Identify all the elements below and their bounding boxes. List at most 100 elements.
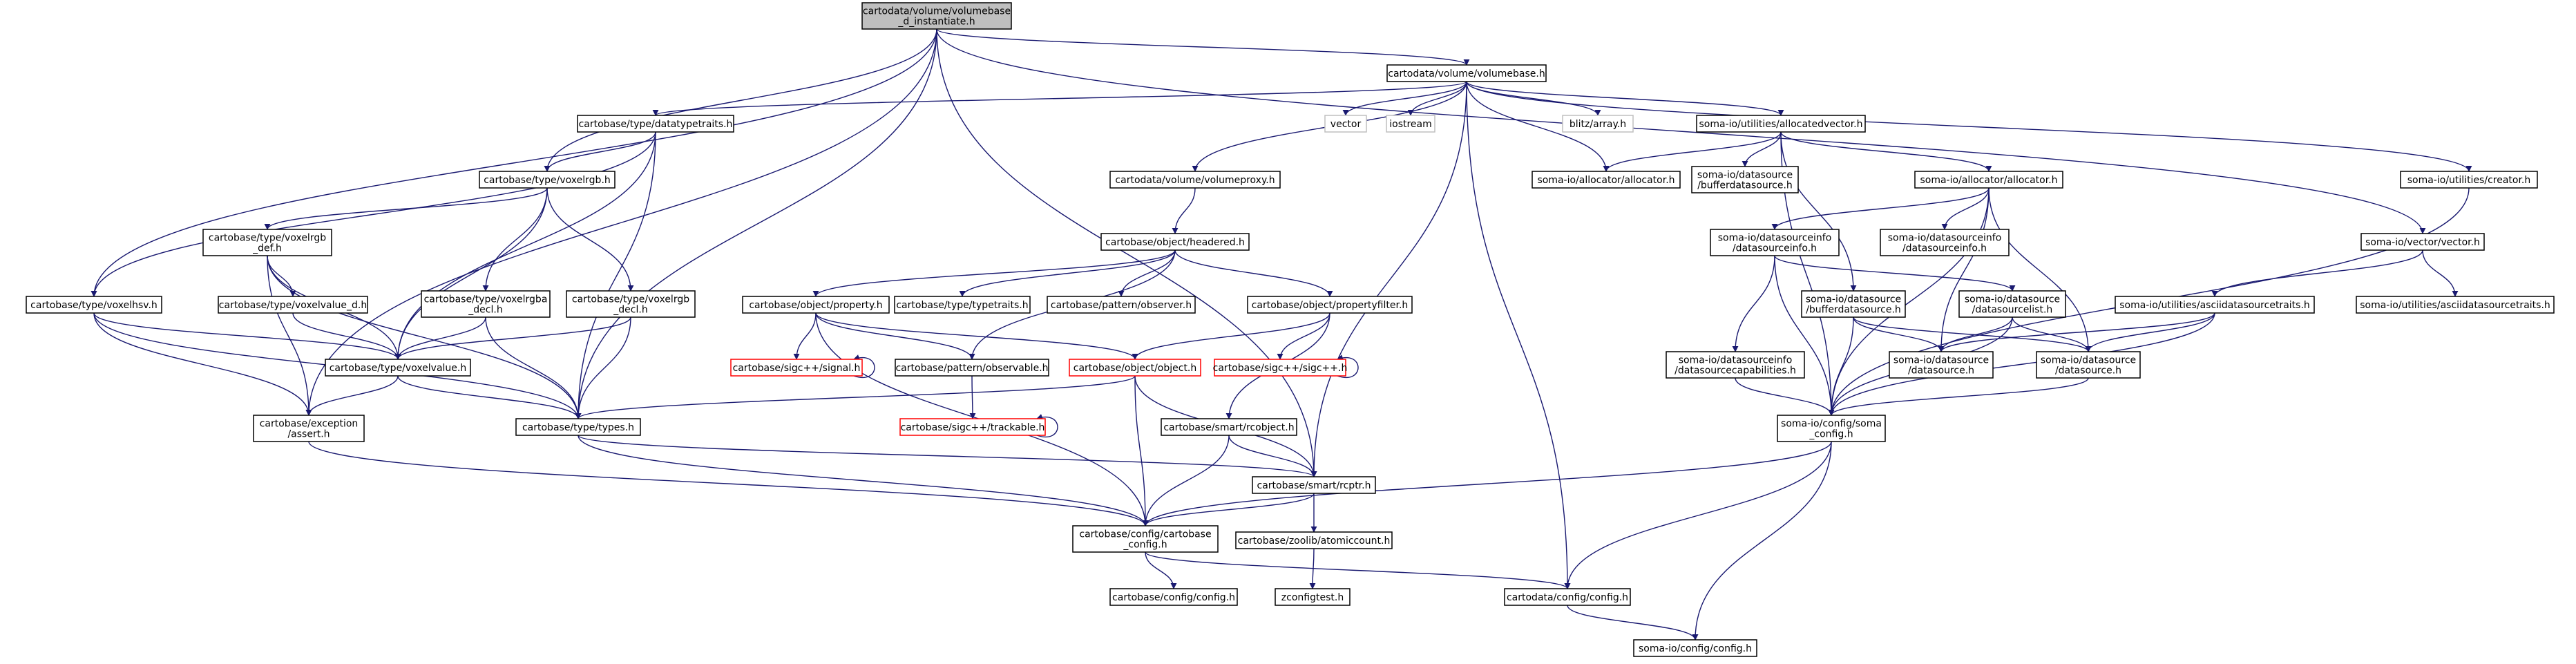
edge-line (1828, 377, 2089, 416)
node-voxelrgb_def[interactable]: cartobase/type/voxelrgb_def.h (202, 229, 332, 256)
node-dsinfo_a[interactable]: soma-io/datasourceinfo/datasourceinfo.h (1710, 229, 1840, 256)
node-alloc_a[interactable]: soma-io/allocator/allocator.h (1532, 171, 1681, 189)
node-somaio_config[interactable]: soma-io/config/config.h (1633, 639, 1757, 657)
edge-types-to-rcptr (578, 435, 1317, 477)
node-objecth[interactable]: cartobase/object/object.h (1069, 359, 1201, 377)
node-box (1069, 359, 1201, 377)
node-typetraits[interactable]: cartobase/type/typetraits.h (894, 296, 1031, 314)
node-box (1777, 415, 1886, 442)
node-bufferds_b[interactable]: soma-io/datasource/bufferdatasource.h (1801, 290, 1906, 318)
edge-trackable-to-trackable (1036, 414, 1058, 437)
node-box (1275, 588, 1351, 606)
node-voxelvalue_d[interactable]: cartobase/type/voxelvalue_d.h (218, 296, 368, 314)
node-asciitraits2[interactable]: soma-io/utilities/asciidatasourcetraits.… (2356, 296, 2555, 314)
node-observable[interactable]: cartobase/pattern/observable.h (895, 359, 1049, 377)
edge-line (1172, 187, 1196, 234)
node-label: /datasourceinfo.h (1733, 243, 1817, 254)
node-volumeproxy[interactable]: cartodata/volume/volumeproxy.h (1109, 171, 1281, 189)
node-dscap[interactable]: soma-io/datasourceinfo/datasourcecapabil… (1666, 351, 1805, 379)
edge-voxelhsv-to-assert (93, 312, 312, 416)
node-cartobase_configh[interactable]: cartobase/config/config.h (1109, 588, 1238, 606)
edge-voxelrgba_decl-to-voxelvalue (394, 316, 486, 360)
node-creator[interactable]: soma-io/utilities/creator.h (2400, 171, 2538, 189)
node-asciitraits[interactable]: soma-io/utilities/asciidatasourcetraits.… (2115, 296, 2315, 314)
node-dslist[interactable]: soma-io/datasource/datasourcelist.h (1958, 290, 2066, 318)
node-voxelrgba_decl[interactable]: cartobase/type/voxelrgba_decl.h (421, 290, 551, 318)
edge-line (1466, 81, 1571, 589)
node-box (1562, 115, 1634, 133)
node-dsinfo_b[interactable]: soma-io/datasourceinfo/datasourceinfo.h (1880, 229, 2010, 256)
node-atomiccount[interactable]: cartobase/zoolib/atomiccount.h (1235, 531, 1393, 549)
node-box (515, 418, 641, 436)
node-vectorh[interactable]: soma-io/vector/vector.h (2360, 233, 2485, 251)
node-observer[interactable]: cartobase/pattern/observer.h (1047, 296, 1196, 314)
node-datatypetraits[interactable]: cartobase/type/datatypetraits.h (577, 115, 734, 133)
node-alloc_b[interactable]: soma-io/allocator/allocator.h (1914, 171, 2063, 189)
edge-line (1853, 316, 1945, 352)
node-property[interactable]: cartobase/object/property.h (742, 296, 890, 314)
edge-root-to-voxelrgb (544, 28, 937, 172)
node-box (1914, 171, 2063, 189)
node-vector_std[interactable]: vector (1324, 115, 1367, 133)
node-cartodata_config[interactable]: cartodata/config/config.h (1504, 588, 1631, 606)
edge-line (397, 375, 582, 419)
node-box (895, 359, 1049, 377)
edge-line (1774, 255, 1835, 416)
node-zconfigtest[interactable]: zconfigtest.h (1275, 588, 1351, 606)
edge-line (1732, 255, 1775, 352)
node-bufferds_a[interactable]: soma-io/datasource/bufferdatasource.h (1691, 166, 1799, 193)
edge-line (1735, 377, 1835, 416)
node-box (1504, 588, 1631, 606)
edge-headered-to-observer (1118, 249, 1176, 297)
node-label: soma-io/allocator/allocator.h (1537, 175, 1675, 186)
node-headered[interactable]: cartobase/object/headered.h (1100, 233, 1250, 251)
edge-rcobject-to-rcptr (1228, 435, 1317, 477)
node-soma_config[interactable]: soma-io/config/soma_config.h (1777, 415, 1886, 442)
node-datasource_a[interactable]: soma-io/datasource/datasource.h (1889, 351, 1994, 379)
node-voxelrgb_decl[interactable]: cartobase/type/voxelrgb_decl.h (566, 290, 696, 318)
node-label: cartobase/type/voxelrgb (209, 233, 326, 244)
node-iostream[interactable]: iostream (1386, 115, 1435, 133)
edge-rcobject-to-cartobase_config (1142, 435, 1230, 527)
node-voxelhsv[interactable]: cartobase/type/voxelhsv.h (26, 296, 162, 314)
edge-line (1941, 187, 1990, 230)
edge-volumeproxy-to-headered (1172, 187, 1196, 234)
edge-voxelhsv-to-voxelvalue (93, 312, 401, 360)
edge-alloc_b-to-datasource_b (1988, 187, 2092, 352)
node-rcptr[interactable]: cartobase/smart/rcptr.h (1252, 476, 1376, 494)
node-label: soma-io/config/config.h (1639, 643, 1752, 654)
node-propertyfilter[interactable]: cartobase/object/propertyfilter.h (1247, 296, 1413, 314)
node-datasource_b[interactable]: soma-io/datasource/datasource.h (2036, 351, 2141, 379)
node-voxelrgb[interactable]: cartobase/type/voxelrgb.h (479, 171, 616, 189)
edge-vectorh-to-asciitraits (2211, 249, 2423, 297)
node-signal[interactable]: cartobase/sigc++/signal.h (730, 359, 863, 377)
edge-dsinfo_a-to-dscap (1732, 255, 1775, 352)
node-types[interactable]: cartobase/type/types.h (515, 418, 641, 436)
node-cartobase_config[interactable]: cartobase/config/cartobase_config.h (1072, 525, 1219, 553)
node-label: /datasourcelist.h (1972, 305, 2053, 316)
edge-line (90, 131, 656, 297)
node-sigc[interactable]: cartobase/sigc++/sigc++.h (1213, 359, 1348, 377)
node-root[interactable]: cartodata/volume/volumebase_d_instantiat… (861, 2, 1012, 30)
node-box (1100, 233, 1250, 251)
node-voxelvalue[interactable]: cartobase/type/voxelvalue.h (325, 359, 471, 377)
edge-line (575, 375, 1136, 419)
node-label: cartobase/config/config.h (1112, 592, 1235, 603)
node-volumebase[interactable]: cartodata/volume/volumebase.h (1386, 64, 1547, 82)
edge-datatypetraits-to-voxelvalue (394, 131, 656, 360)
node-label: /datasource.h (2055, 366, 2121, 377)
node-label: /datasourceinfo.h (1902, 243, 1987, 254)
node-label: cartodata/volume/volumebase.h (1388, 68, 1545, 79)
node-box (2115, 296, 2315, 314)
node-box (1532, 171, 1681, 189)
node-label: soma-io/datasourceinfo (1888, 233, 2002, 244)
edge-signal-to-signal (853, 354, 875, 378)
node-allocatedvector[interactable]: soma-io/utilities/allocatedvector.h (1696, 115, 1866, 133)
node-assert[interactable]: cartobase/exception/assert.h (253, 415, 365, 442)
node-blitz[interactable]: blitz/array.h (1562, 115, 1634, 133)
edge-line (1771, 187, 1990, 230)
node-trackable[interactable]: cartobase/sigc++/trackable.h (899, 418, 1046, 436)
edge-line (1337, 354, 1359, 378)
node-rcobject[interactable]: cartobase/smart/rcobject.h (1161, 418, 1297, 436)
